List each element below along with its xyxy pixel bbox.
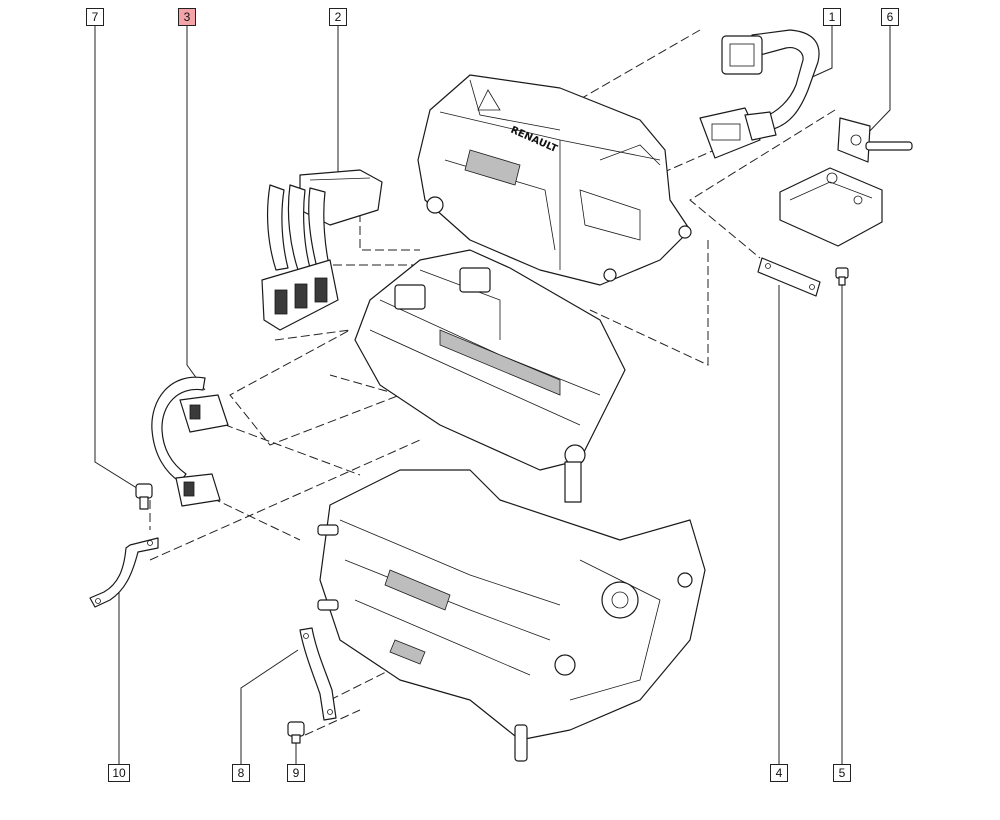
callout-5: 5 (833, 764, 851, 782)
callout-4: 4 (770, 764, 788, 782)
part-7-bolt (135, 483, 153, 510)
callout-8: 8 (232, 764, 250, 782)
mounting-bracket-plate (779, 167, 883, 247)
leader-lines (94, 26, 891, 764)
middle-engine-block (354, 249, 626, 503)
upper-electronic-module: RENAULT (417, 74, 692, 286)
part-8-curved-strap (299, 627, 337, 721)
callout-9: 9 (287, 764, 305, 782)
callout-7: 7 (86, 8, 104, 26)
part-5-bolt (835, 267, 849, 286)
callout-6: 6 (881, 8, 899, 26)
lower-engine-block (317, 469, 706, 762)
part-4-strap (757, 257, 821, 297)
assembly-dashed-lines (149, 29, 836, 736)
callout-2: 2 (329, 8, 347, 26)
part-3-sensor-harness (151, 376, 229, 507)
part-6-bracket-bolt (837, 117, 913, 163)
callout-3-highlighted: 3 (178, 8, 196, 26)
callout-1: 1 (823, 8, 841, 26)
part-2-coil-harness (261, 169, 383, 331)
part-1-connector-harness (699, 29, 820, 159)
part-9-bolt (287, 721, 305, 744)
part-10-bent-bracket (89, 537, 159, 608)
callout-10: 10 (108, 764, 130, 782)
